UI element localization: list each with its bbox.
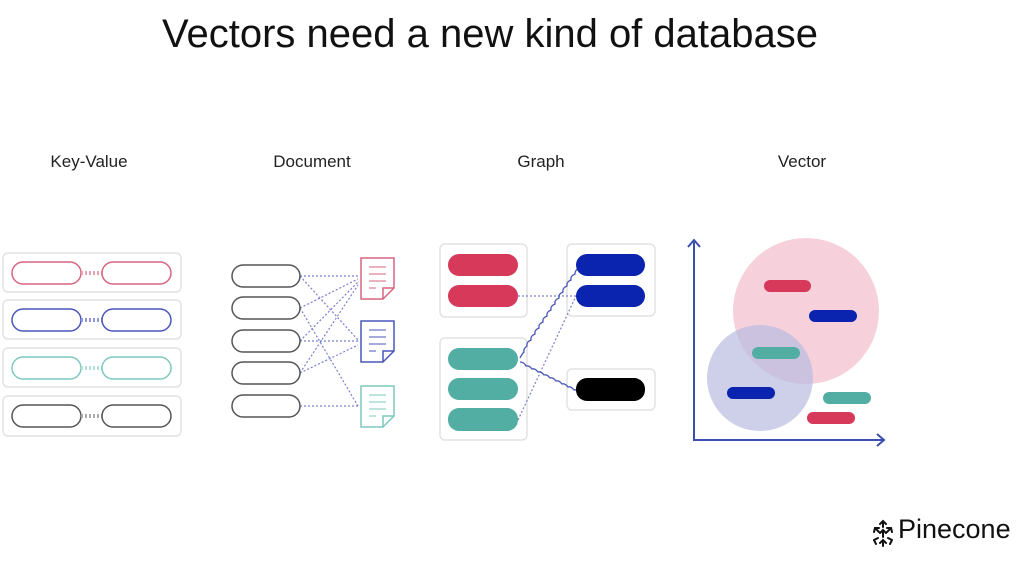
document-icon <box>360 320 395 363</box>
pinecone-logo-icon <box>873 519 893 547</box>
kv-row <box>2 347 182 388</box>
label-graph: Graph <box>517 152 565 171</box>
document-icon <box>360 257 395 300</box>
slide-title: Vectors need a new kind of database <box>161 12 818 56</box>
key-value-diagram <box>2 252 182 437</box>
document-record <box>231 361 301 385</box>
graph-node-box <box>566 243 656 317</box>
graph-node-teal <box>448 378 518 400</box>
document-record <box>231 296 301 320</box>
vector-diagram <box>687 238 886 447</box>
graph-node-teal <box>448 408 518 431</box>
graph-node-box <box>439 243 528 318</box>
cluster-blue <box>707 325 813 431</box>
axes <box>687 238 886 447</box>
label-document: Document <box>273 152 351 171</box>
pinecone-logo-text: Pinecone <box>898 514 1011 544</box>
kv-row <box>2 252 182 293</box>
graph-node-red <box>448 254 518 276</box>
graph-node-red <box>448 285 518 307</box>
kv-row <box>2 299 182 340</box>
graph-node-box <box>439 337 528 441</box>
graph-node-teal <box>448 348 518 370</box>
vector-point-blue <box>809 310 857 322</box>
document-record <box>231 394 301 418</box>
vector-point-red <box>764 280 811 292</box>
graph-node-box <box>566 368 656 411</box>
document-links <box>299 275 359 407</box>
document-record <box>231 264 301 288</box>
document-icon <box>360 385 395 428</box>
vector-point-red <box>807 412 855 424</box>
document-diagram <box>231 257 395 428</box>
graph-edges <box>517 295 577 421</box>
graph-wavy-edges <box>519 263 585 395</box>
vector-point-teal <box>823 392 871 404</box>
graph-diagram <box>439 243 656 441</box>
graph-node-blue <box>576 254 645 276</box>
vector-point-blue <box>727 387 775 399</box>
label-key-value: Key-Value <box>50 152 128 171</box>
document-record <box>231 329 301 353</box>
graph-node-black <box>576 378 645 401</box>
kv-row <box>2 395 182 437</box>
vector-point-teal <box>752 347 800 359</box>
label-vector: Vector <box>777 152 827 171</box>
graph-node-blue <box>576 285 645 307</box>
